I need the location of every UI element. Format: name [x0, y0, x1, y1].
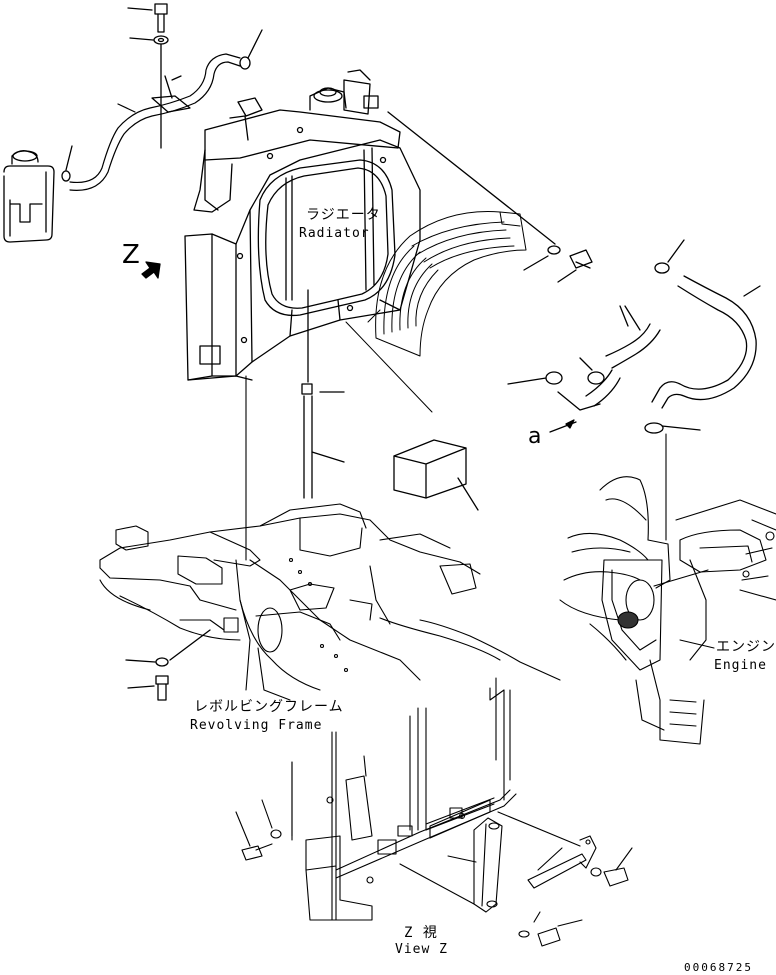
frame-bolt: [127, 675, 169, 701]
top-bolt: [127, 3, 168, 33]
hose-clamp-top: [239, 29, 263, 70]
lower-hose-clamps: [507, 357, 605, 385]
drawing-number: 00068725: [684, 961, 753, 974]
view-z-label-en: View Z: [395, 942, 448, 957]
view-z-marker: Z: [122, 240, 141, 270]
upper-hose-clamp: [654, 239, 685, 274]
view-z-detail: [235, 677, 633, 947]
top-washer: [129, 35, 169, 149]
view-z-label-jp: Z 視: [404, 925, 438, 941]
frame-label-jp: レボルビングフレーム: [194, 699, 344, 715]
fan-guard: [345, 211, 527, 413]
radiator-label-jp: ラジエータ: [306, 207, 381, 223]
radiator-assembly: [184, 69, 556, 381]
washer-right: [523, 245, 561, 271]
bolt-right: [557, 249, 593, 283]
view-z-arrow: [141, 261, 161, 279]
hose-clamp-left: [61, 145, 73, 182]
engine-label-en: Engine: [714, 658, 767, 673]
lower-hose: [585, 305, 661, 407]
detail-a-marker: a: [528, 424, 543, 449]
stay-rod: [301, 289, 345, 499]
engine-label-jp: エンジン: [716, 639, 776, 655]
revolving-frame: [99, 375, 561, 701]
frame-washer: [125, 629, 211, 667]
upper-hose: [651, 275, 761, 409]
frame-label-en: Revolving Frame: [190, 718, 323, 733]
hose-clip-bracket: [151, 75, 191, 113]
reserve-tank: [3, 150, 55, 243]
engine-hose-clamp: [644, 422, 701, 434]
overflow-hose: [69, 53, 241, 191]
radiator-label-en: Radiator: [299, 226, 370, 241]
detail-a-arrow: [549, 391, 601, 433]
engine-fan: [559, 433, 776, 745]
rubber-cushion: [393, 439, 479, 511]
